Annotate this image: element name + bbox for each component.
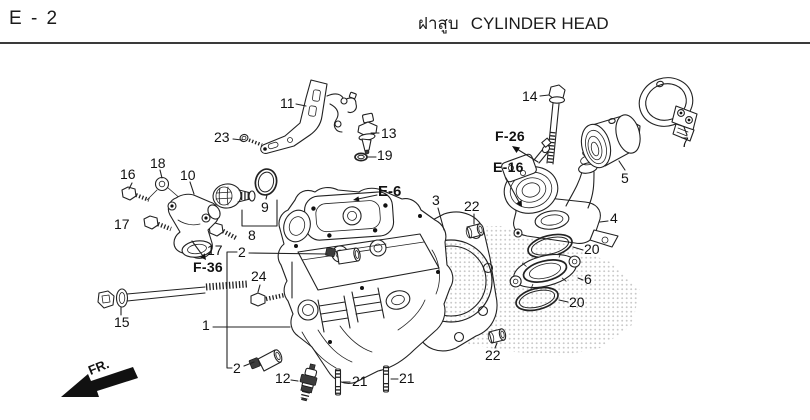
part-10-thermostat-housing-drawing [167,193,221,259]
callout-10: 10 [180,167,196,183]
fr-direction-arrow [61,367,138,397]
callout-5: 5 [621,170,629,186]
callout-23: 23 [214,129,230,145]
callout-1: 1 [202,317,210,333]
callout-12: 12 [275,370,291,386]
callout-8: 8 [248,227,256,243]
part-16-bolt-drawing [121,186,183,202]
callout-20a: 20 [584,241,600,257]
part-2-dowel-upper-drawing [325,247,361,265]
part-15-bolt-drawing [97,280,248,309]
callout-22b: 22 [485,347,501,363]
ref-label-f36: F-36 [193,259,223,275]
part-18-washer-drawing [154,176,170,192]
part-22-dowel-upper-drawing [465,223,485,239]
part-9-oring-drawing [254,168,278,196]
part-17-bolt-a-drawing [143,215,172,232]
part-23-screw-drawing [239,133,263,147]
title-thai: ฝาสูบ [418,14,459,33]
callout-14: 14 [522,88,538,104]
page-title: ฝาสูบ CYLINDER HEAD [418,10,609,37]
callout-20b: 20 [569,294,585,310]
part-22-dowel-lower-drawing [487,328,507,344]
ref-label-f26: F-26 [495,128,525,144]
callout-11: 11 [280,95,295,111]
part-11-bracket-drawing [260,79,357,154]
part-12-spark-plug-drawing [299,363,318,402]
callout-21b: 21 [399,370,415,386]
callout-21a: 21 [352,373,368,389]
part-14-bolt-drawing [546,84,566,165]
callout-2a: 2 [238,244,246,260]
part-8-thermostat-drawing [212,183,256,209]
throttle-body-joint-drawing [501,137,559,214]
callout-6: 6 [584,271,592,287]
header-divider [0,42,810,44]
callout-17a: 17 [114,216,130,232]
callout-9: 9 [261,199,269,215]
callout-7: 7 [681,134,689,150]
leader-lines [120,94,688,383]
part-21-stud-b-drawing [382,365,390,393]
callout-18: 18 [150,155,166,171]
callout-19: 19 [377,147,393,163]
part-21-stud-a-drawing [334,368,342,396]
part-7-clamp-band-drawing [638,77,698,142]
page-code: E - 2 [9,8,60,29]
callout-3: 3 [432,192,440,208]
part-20-oring-lower-drawing [515,286,559,312]
part-24-bolt-drawing [250,292,286,307]
reference-arrows [191,146,539,260]
callout-17b: 17 [207,242,223,258]
callout-16: 16 [120,166,136,182]
part-1-cylinder-head-drawing [277,187,454,384]
part-19-oring-drawing [354,152,368,162]
ref-label-e6: E-6 [378,183,402,200]
callout-13: 13 [381,125,397,141]
callout-2b: 2 [233,360,241,376]
callout-22a: 22 [464,198,480,214]
part-5-boot-drawing [580,114,641,169]
part-2-dowel-lower-drawing [248,349,283,372]
ref-label-e16: E-16 [493,159,524,175]
callout-24: 24 [251,268,267,284]
title-english: CYLINDER HEAD [470,14,609,33]
callout-15: 15 [114,314,130,330]
part-6-insulator-drawing [509,252,581,290]
callout-4: 4 [610,210,618,226]
